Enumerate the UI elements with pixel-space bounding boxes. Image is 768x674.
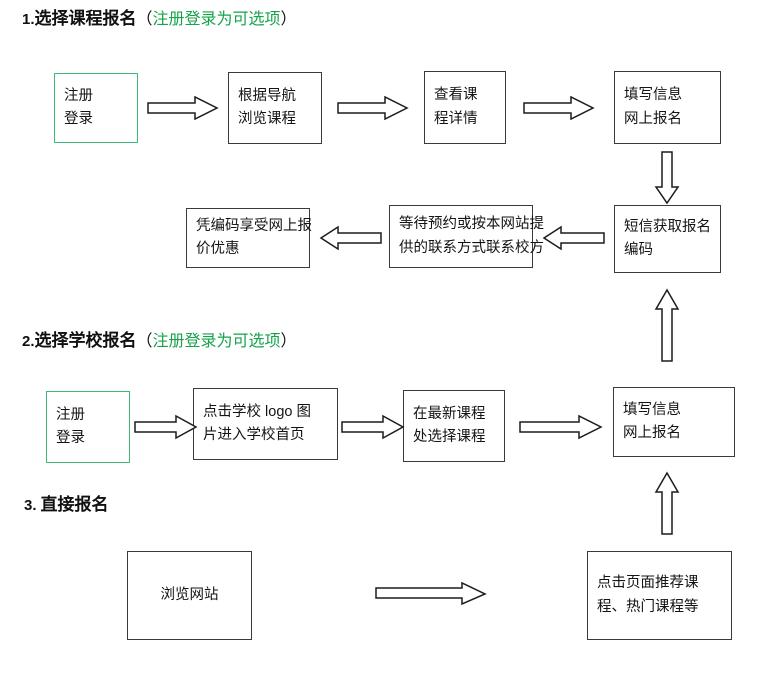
arrow-left-s1-2 xyxy=(542,225,605,251)
section-1-number: 1. xyxy=(22,11,35,28)
box-s3-browse-site[interactable]: 浏览网站 xyxy=(127,551,252,640)
box-s1-fill-info-signup[interactable]: 填写信息 网上报名 xyxy=(614,71,721,144)
section-2-title: 选择学校报名 xyxy=(34,331,137,350)
box-s1-sms-code-line1: 短信获取报名 xyxy=(624,218,711,235)
arrow-down-s1 xyxy=(654,151,681,205)
box-s1-code-discount-line2: 价优惠 xyxy=(196,241,240,257)
box-s2-register-login-line2: 登录 xyxy=(56,430,85,446)
box-s1-course-detail-line2: 程详情 xyxy=(434,110,478,127)
box-s1-sms-code-line2: 编码 xyxy=(624,242,653,258)
box-s3-recommended-line1: 点击页面推荐课 xyxy=(597,575,699,592)
section-2-optional-note: 注册登录为可选项 xyxy=(152,333,281,350)
arrow-right-s3 xyxy=(375,581,487,606)
arrow-up-s3-to-s2 xyxy=(654,471,681,535)
box-s2-school-logo-line1: 点击学校 logo 图 xyxy=(203,403,311,420)
box-s1-wait-contact[interactable]: 等待预约或按本网站提 供的联系方式联系校方 xyxy=(389,205,544,268)
section-1-heading: 1.选择课程报名（注册登录为可选项） xyxy=(22,10,297,28)
section-1-paren-open: （ xyxy=(136,11,153,28)
section-2-heading: 2.选择学校报名（注册登录为可选项） xyxy=(22,332,297,350)
section-2-paren-close: ） xyxy=(280,333,297,350)
box-s2-school-logo-line2: 片进入学校首页 xyxy=(203,427,305,443)
box-s1-sms-code[interactable]: 短信获取报名 编码 xyxy=(614,205,721,273)
box-s1-browse-by-nav-line1: 根据导航 xyxy=(238,87,296,104)
section-3-title: 直接报名 xyxy=(40,495,109,514)
arrow-right-s2-2 xyxy=(341,414,405,440)
arrow-right-s1-3 xyxy=(523,95,595,121)
arrow-right-s1-2 xyxy=(337,95,409,121)
arrow-up-s2-to-s1 xyxy=(654,288,681,362)
box-s1-course-detail[interactable]: 查看课 程详情 xyxy=(424,71,506,144)
box-s3-browse-site-line1: 浏览网站 xyxy=(160,586,219,603)
box-s2-newest-course-line1: 在最新课程 xyxy=(413,405,486,422)
box-s1-code-discount[interactable]: 凭编码享受网上报 价优惠 xyxy=(186,208,312,268)
section-1-title: 选择课程报名 xyxy=(34,9,137,28)
box-s1-browse-by-nav[interactable]: 根据导航 浏览课程 xyxy=(228,72,322,144)
box-s3-recommended[interactable]: 点击页面推荐课 程、热门课程等 xyxy=(587,551,732,640)
box-s1-browse-by-nav-line2: 浏览课程 xyxy=(238,111,296,127)
arrow-left-s1-1 xyxy=(319,225,382,251)
box-s1-fill-info-signup-line2: 网上报名 xyxy=(624,110,682,127)
box-s1-register-login[interactable]: 注册 登录 xyxy=(54,73,138,143)
box-s2-school-logo[interactable]: 点击学校 logo 图 片进入学校首页 xyxy=(193,388,338,460)
arrow-right-s2-1 xyxy=(134,414,198,440)
box-s2-fill-info-signup[interactable]: 填写信息 网上报名 xyxy=(613,387,735,457)
arrow-right-s1-1 xyxy=(147,95,219,121)
section-2-number: 2. xyxy=(22,333,35,350)
section-1-optional-note: 注册登录为可选项 xyxy=(152,11,281,28)
box-s1-register-login-line1: 注册 xyxy=(64,87,93,104)
box-s1-register-login-line2: 登录 xyxy=(64,111,93,127)
box-s2-fill-info-signup-line2: 网上报名 xyxy=(623,425,681,441)
box-s2-newest-course-line2: 处选择课程 xyxy=(413,429,486,445)
box-s1-wait-contact-line2: 供的联系方式联系校方 xyxy=(399,239,544,256)
box-s3-recommended-line2: 程、热门课程等 xyxy=(597,598,699,615)
section-3-number: 3. xyxy=(24,497,37,514)
section-2-paren-open: （ xyxy=(136,333,153,350)
box-s1-code-discount-line1: 凭编码享受网上报 xyxy=(196,217,312,234)
box-s1-course-detail-line1: 查看课 xyxy=(434,87,478,104)
box-s1-fill-info-signup-line1: 填写信息 xyxy=(624,87,682,104)
section-1-paren-close: ） xyxy=(280,11,297,28)
box-s2-register-login-line1: 注册 xyxy=(56,406,85,423)
box-s2-fill-info-signup-line1: 填写信息 xyxy=(623,401,681,418)
box-s2-newest-course[interactable]: 在最新课程 处选择课程 xyxy=(403,390,505,462)
box-s1-wait-contact-line1: 等待预约或按本网站提 xyxy=(399,216,544,233)
arrow-right-s2-3 xyxy=(519,414,603,440)
section-3-heading: 3.直接报名 xyxy=(24,496,109,514)
box-s2-register-login[interactable]: 注册 登录 xyxy=(46,391,130,463)
